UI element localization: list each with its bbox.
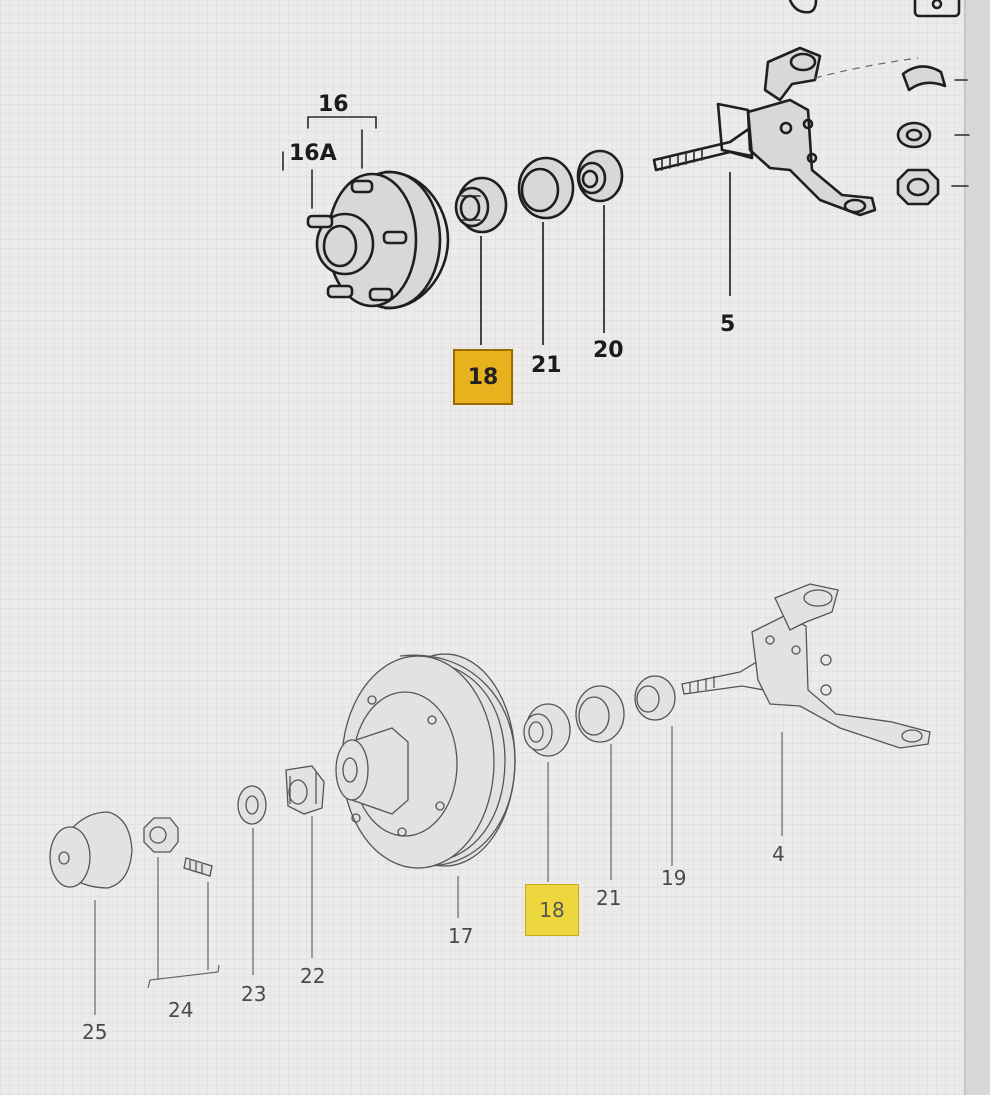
- callout-lower-seal: 19: [661, 866, 687, 890]
- highlight-inner-bearing[interactable]: 18: [525, 884, 579, 936]
- callout-seal: 20: [593, 338, 624, 363]
- grease-seal-part: [576, 149, 624, 203]
- callout-washer: 23: [241, 982, 267, 1006]
- callout-hub-assembly: 16: [318, 92, 349, 117]
- callout-castle-nut: 22: [300, 964, 326, 988]
- lower-seal-part: [634, 675, 676, 721]
- callout-inner-bearing: 18: [539, 898, 565, 922]
- dust-cap-part: [49, 811, 133, 889]
- lower-race-part: [575, 685, 625, 743]
- right-side-small-parts: [896, 65, 970, 206]
- hub-bracket-lines: [282, 116, 377, 209]
- callout-dust-cap: 25: [82, 1020, 108, 1044]
- spindle-knuckle-part: [652, 46, 877, 217]
- lower-spindle-knuckle-part: [681, 583, 931, 749]
- bearing-race-part: [517, 156, 575, 220]
- inner-bearing-part: [523, 703, 571, 757]
- callout-outer-bearing: 18: [467, 364, 499, 390]
- callout-drum: 17: [448, 924, 474, 948]
- callout-lower-spindle: 4: [772, 842, 785, 866]
- callout-spindle: 5: [720, 312, 736, 337]
- callout-nut-bolt-set: 24: [168, 998, 194, 1022]
- callout-race: 21: [531, 353, 562, 378]
- outer-bearing-part: [454, 176, 508, 234]
- vertical-scrollbar[interactable]: [964, 0, 990, 1095]
- washer-part: [237, 785, 267, 825]
- callout-hub-sub: 16A: [289, 141, 337, 166]
- hub-assembly-part: [306, 170, 450, 310]
- highlight-outer-bearing[interactable]: 18: [453, 349, 513, 405]
- callout-lower-race: 21: [596, 886, 622, 910]
- brake-drum-part: [335, 653, 516, 869]
- nut-and-bolt-part: [143, 817, 213, 877]
- top-edge-fragments: [788, 0, 961, 18]
- castle-nut-part: [285, 765, 325, 815]
